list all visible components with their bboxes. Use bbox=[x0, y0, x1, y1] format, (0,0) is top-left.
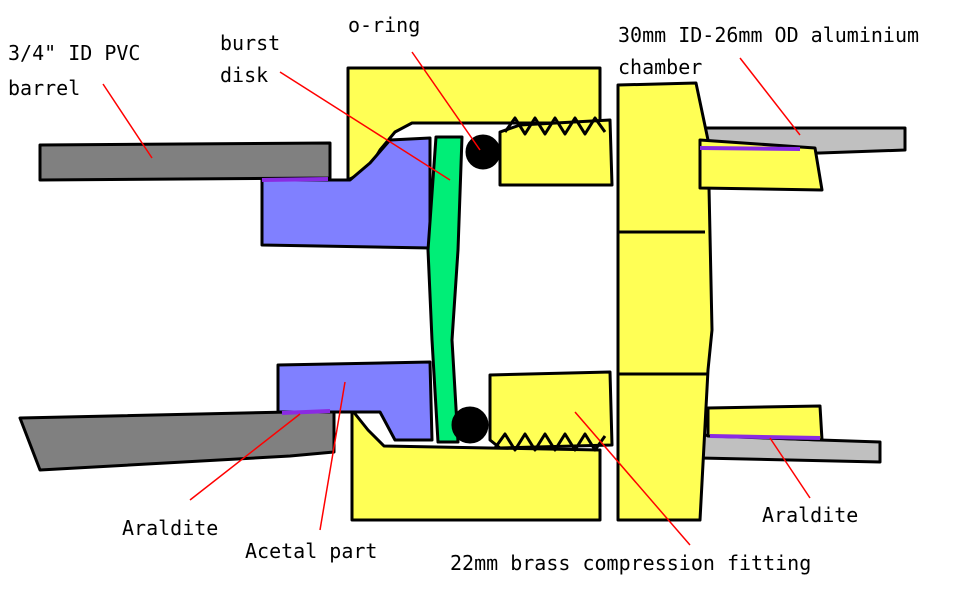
o-ring-top bbox=[465, 134, 501, 170]
thread-zigzag-bottom bbox=[493, 432, 607, 452]
pvc-barrel-top bbox=[38, 141, 332, 182]
leader-araldite-right bbox=[769, 437, 811, 499]
leader-acetal-part bbox=[319, 381, 346, 531]
label-burst-disk-line1: burst bbox=[220, 31, 280, 55]
thread-zigzag-top bbox=[503, 116, 607, 136]
leader-chamber bbox=[739, 57, 801, 136]
araldite-line-left-bottom bbox=[281, 409, 331, 415]
leader-o-ring bbox=[411, 51, 481, 151]
label-araldite-left: Araldite bbox=[122, 516, 218, 540]
label-o-ring: o-ring bbox=[348, 13, 420, 37]
burst-disk bbox=[426, 135, 464, 444]
pvc-barrel-bottom bbox=[18, 408, 336, 472]
brass-sleeve-top bbox=[698, 138, 824, 192]
brass-olive-column bbox=[616, 81, 714, 522]
araldite-line-right-top bbox=[699, 146, 801, 151]
label-acetal-part: Acetal part bbox=[245, 539, 377, 563]
brass-compression-nut-top bbox=[498, 118, 614, 187]
label-pvc-barrel-line1: 3/4" ID PVC bbox=[8, 41, 140, 65]
brass-fitting-body-bottom bbox=[350, 408, 602, 522]
label-chamber-line1: 30mm ID-26mm OD aluminium bbox=[618, 23, 919, 47]
acetal-part-bottom bbox=[276, 360, 434, 442]
label-pvc-barrel-line2: barrel bbox=[8, 76, 80, 100]
acetal-part-top bbox=[260, 136, 432, 250]
label-brass-fitting: 22mm brass compression fitting bbox=[450, 551, 811, 575]
brass-sleeve-bottom bbox=[706, 404, 824, 442]
label-araldite-right: Araldite bbox=[762, 503, 858, 527]
araldite-line-right-bottom bbox=[709, 434, 821, 440]
leader-araldite-left bbox=[189, 413, 301, 501]
o-ring-bottom bbox=[451, 406, 489, 444]
leader-burst-disk bbox=[279, 71, 451, 181]
label-burst-disk-line2: disk bbox=[220, 63, 268, 87]
araldite-line-left-top bbox=[261, 177, 329, 182]
leader-pvc-barrel bbox=[102, 83, 153, 159]
leader-brass-fitting bbox=[574, 411, 691, 546]
label-chamber-line2: chamber bbox=[618, 55, 702, 79]
